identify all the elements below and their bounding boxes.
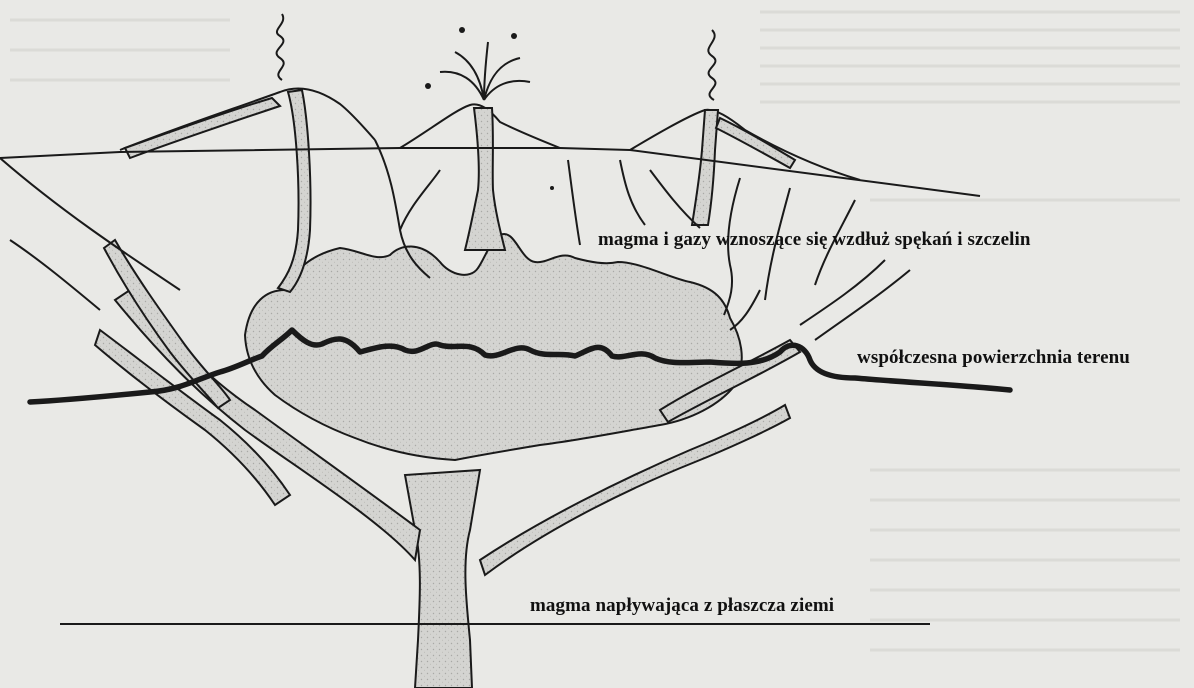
volcano-right-cone <box>630 110 860 180</box>
label-modern-surface: współczesna powierzchnia terenu <box>857 347 1130 369</box>
eruption-particle <box>511 33 517 39</box>
eruption-particle <box>425 83 431 89</box>
label-magma-from-mantle: magma napływająca z płaszcza ziemi <box>530 595 834 617</box>
volcano-right-smoke <box>708 30 715 100</box>
volcano-right-conduit <box>692 110 718 225</box>
eruption-particle <box>550 186 554 190</box>
volcano-middle-conduit <box>465 108 505 250</box>
magma-feeder-stem <box>405 470 480 688</box>
volcano-right-lava-flow <box>716 118 795 168</box>
eruption-particle <box>459 27 465 33</box>
volcano-left-conduit <box>278 90 311 292</box>
volcano-middle-eruption <box>440 42 530 100</box>
volcano-left-lava-flow <box>125 98 280 158</box>
label-magma-rising-cracks: magma i gazy wznoszące się wzdłuż spękań… <box>598 229 1031 251</box>
volcano-left-smoke <box>277 14 284 80</box>
